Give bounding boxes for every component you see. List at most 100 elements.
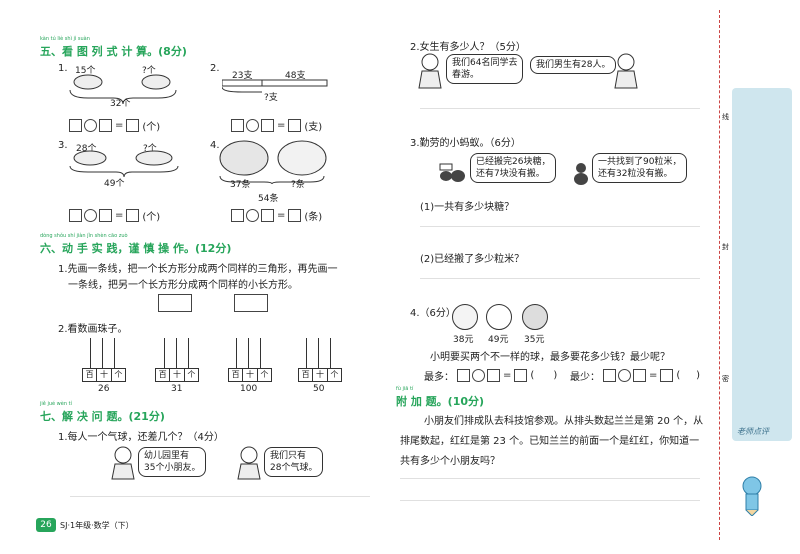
extra-title-text: 附 加 题。 [396, 395, 448, 408]
q7-1-text: 1.每人一个气球，还差几个？（4分） [58, 432, 224, 443]
unit-label: (个) [142, 122, 161, 133]
q5-4-picture [219, 140, 327, 184]
min-formula: 最少：=( ) [570, 369, 701, 383]
extra-line2: 排尾数起，红红是第 23 个。已知兰兰的前面一个是红红，你知道一 [400, 436, 700, 447]
section5-score: (8分) [158, 45, 187, 58]
operator-circle[interactable] [84, 119, 97, 132]
abacus-number: 100 [240, 384, 258, 394]
q5-2-part-a: 23支 [232, 71, 253, 81]
answer-box[interactable] [660, 369, 674, 382]
section6-title: 六、动 手 实 践，谨 慎 操 作。(12分) [40, 240, 231, 256]
section6-pinyin: dòng shǒu shí jiàn jǐn shèn cāo zuò [40, 233, 128, 239]
footer-text: SJ·1年级·数学（下） [60, 521, 134, 530]
r-q3-sub2: (2)已经搬了多少粒米？ [420, 254, 525, 265]
r-q2-text: 2.女生有多少人？（5分） [410, 42, 526, 53]
answer-box[interactable] [261, 119, 274, 132]
extra-line1: 小朋友们排成队去科技馆参观。从排头数起兰兰是第 20 个，从 [424, 416, 704, 427]
q5-3-picture [69, 150, 179, 178]
q5-2-number: 2. [210, 63, 220, 74]
max-formula: 最多：=( ) [424, 369, 558, 383]
answer-box[interactable] [231, 119, 244, 132]
abacus-number: 31 [171, 384, 183, 394]
q5-1-unknown: ?个 [142, 66, 156, 76]
section6-title-text: 六、动 手 实 践，谨 慎 操 作。 [40, 242, 195, 255]
q5-3-known: 28个 [76, 144, 97, 154]
basketball-icon [522, 304, 548, 330]
answer-box[interactable] [288, 119, 302, 132]
section7-title-text: 七、解 决 问 题。 [40, 410, 129, 423]
seal-char: 密 [722, 375, 729, 383]
answer-box[interactable] [457, 369, 470, 382]
q6-2-text: 2.看数画珠子。 [58, 324, 128, 335]
seal-char: 封 [722, 243, 729, 251]
rectangle-b[interactable] [234, 294, 268, 312]
q5-2-part-b: 48支 [285, 71, 306, 81]
section7-score: (21分) [128, 410, 165, 423]
answer-box[interactable] [99, 209, 112, 222]
seal-char: 线 [722, 113, 729, 121]
answer-line [420, 278, 700, 279]
page-number: 26 [36, 518, 56, 532]
section6-score: (12分) [194, 242, 232, 255]
answer-box[interactable] [288, 209, 302, 222]
girl-figure-icon [418, 53, 442, 89]
answer-box[interactable] [603, 369, 616, 382]
q5-3-total: 49个 [104, 179, 125, 189]
answer-line [400, 478, 700, 479]
answer-box[interactable] [487, 369, 500, 382]
operator-circle[interactable] [84, 209, 97, 222]
soccer-ball-icon [486, 304, 512, 330]
q5-4-total: 54条 [258, 194, 279, 204]
operator-circle[interactable] [246, 209, 259, 222]
answer-box[interactable] [231, 209, 244, 222]
answer-box[interactable] [126, 209, 140, 222]
answer-box[interactable] [99, 119, 112, 132]
rectangle-a[interactable] [158, 294, 192, 312]
q5-3-formula: =(个) [68, 208, 162, 223]
q6-1-line2: 一条线，把另一个长方形分成两个同样的小长方形。 [68, 280, 298, 291]
max-label: 最多： [424, 372, 454, 383]
q5-1-known: 15个 [75, 66, 96, 76]
answer-line [400, 500, 700, 501]
q5-1-formula: =(个) [68, 118, 162, 133]
answer-box[interactable] [633, 369, 646, 382]
operator-circle[interactable] [472, 369, 485, 382]
answer-box[interactable] [514, 369, 528, 382]
q5-1-total: 32个 [110, 99, 131, 109]
answer-line [420, 226, 700, 227]
q5-2-picture [222, 79, 328, 93]
section5-title: 五、看 图 列 式 计 算。(8分) [40, 43, 187, 59]
answer-box[interactable] [69, 119, 82, 132]
q5-4-part-b: ?条 [291, 180, 305, 190]
r-q4-question: 小明要买两个不一样的球，最多要花多少钱？最少呢？ [430, 352, 670, 363]
section7-title: 七、解 决 问 题。(21分) [40, 408, 165, 424]
boy-figure-icon [614, 53, 638, 89]
q5-1-picture [69, 74, 177, 105]
q5-4-formula: =(条) [230, 208, 324, 223]
volleyball-icon [452, 304, 478, 330]
speech-bubble-students: 我们64名同学去春游。 [446, 54, 524, 84]
operator-circle[interactable] [618, 369, 631, 382]
extra-score: (10分) [447, 395, 485, 408]
teacher-comment-label: 老师点评 [737, 427, 769, 436]
answer-box[interactable] [261, 209, 274, 222]
r-q4-text: 4.（6分） [410, 308, 456, 319]
r-q3-text: 3.勤劳的小蚂蚁。（6分） [410, 138, 521, 149]
teacher-comment-panel[interactable] [732, 88, 792, 441]
r-q3-sub1: (1)一共有多少块糖？ [420, 202, 515, 213]
answer-box[interactable] [69, 209, 82, 222]
price-basketball: 35元 [524, 335, 545, 345]
price-soccer: 49元 [488, 335, 509, 345]
q5-3-number: 3. [58, 140, 68, 151]
answer-box[interactable] [126, 119, 140, 132]
speech-bubble-boys: 我们男生有28人。 [530, 56, 617, 74]
operator-circle[interactable] [246, 119, 259, 132]
ant-icon [574, 163, 588, 185]
q6-1-line1: 1.先画一条线，把一个长方形分成两个同样的三角形，再先画一 [58, 264, 338, 275]
q5-2-question: ?支 [264, 93, 278, 103]
q5-1-number: 1. [58, 63, 68, 74]
child-figure-icon [237, 446, 261, 480]
min-label: 最少： [570, 372, 600, 383]
